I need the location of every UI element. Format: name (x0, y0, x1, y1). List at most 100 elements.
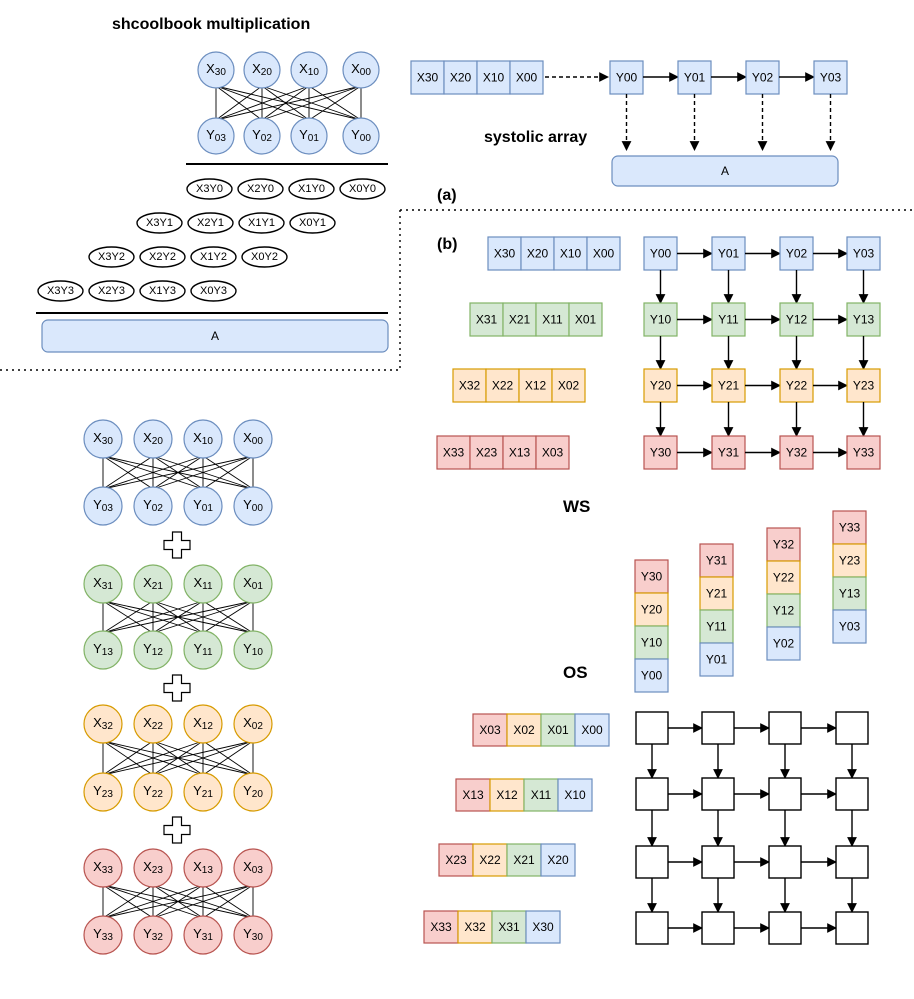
bipartite-red-y-node-label: Y31 (193, 926, 213, 943)
os-input-cell (506, 843, 542, 877)
ws-pe-label: Y11 (718, 313, 739, 327)
bipartite-orange-y-node-label: Y22 (143, 783, 163, 800)
bipartite-blue-x-node (183, 419, 223, 459)
systolic-accumulator-label: A (721, 164, 729, 178)
schoolbook-accumulator (41, 319, 389, 353)
systolic-1d-input-cell-label: X20 (450, 71, 472, 85)
ws-input-green-cell-label: X11 (542, 313, 563, 327)
bipartite-red-x-node-label: X33 (93, 859, 113, 876)
bipartite-blue-y-node-label: Y01 (193, 497, 213, 514)
os-input-cell-label: X03 (479, 723, 501, 737)
os-weight-cell (699, 543, 734, 578)
ws-pe-label: Y00 (650, 247, 672, 261)
ws-input-green-cell (568, 302, 603, 337)
os-weight-cell (699, 609, 734, 644)
os-input-cell (472, 713, 508, 747)
ws-input-orange-cell (452, 368, 487, 403)
bipartite-orange-y-node-label: Y20 (243, 783, 263, 800)
ws-input-green-cell-label: X21 (509, 313, 531, 327)
os-weight-cell-label: Y02 (773, 637, 795, 651)
bipartite-orange-x-node-label: X02 (243, 715, 263, 732)
os-input-cell (489, 778, 525, 812)
os-title: OS (563, 663, 588, 682)
ws-input-blue-cell-label: X20 (527, 247, 549, 261)
partial-product-label: X2Y2 (149, 251, 176, 263)
bipartite-red-y-node (83, 915, 123, 955)
schoolbook-y-node (342, 117, 380, 155)
bipartite-red-edge (152, 884, 254, 919)
bipartite-orange-x-node (133, 704, 173, 744)
bipartite-red-y-node (133, 915, 173, 955)
bipartite-orange-x-node (183, 704, 223, 744)
ws-pe-label: Y10 (650, 313, 672, 327)
plus-icon (163, 674, 191, 702)
schoolbook-x-node (290, 51, 328, 89)
bipartite-red-x-node-label: X23 (143, 859, 163, 876)
bipartite-green-y-node-label: Y10 (243, 641, 263, 658)
ws-input-red-cell (535, 435, 570, 470)
os-weight-cell-label: Y23 (839, 554, 861, 568)
ws-input-red-cell-label: X33 (443, 446, 465, 460)
bipartite-blue-y-node (233, 486, 273, 526)
ws-input-blue-cell-label: X30 (494, 247, 516, 261)
bipartite-green-x-node (133, 564, 173, 604)
os-weight-cell-label: Y21 (706, 587, 728, 601)
bipartite-red-x-node (183, 848, 223, 888)
ws-input-orange-cell (518, 368, 553, 403)
bipartite-blue-x-node-label: X20 (143, 430, 163, 447)
schoolbook-title: shcoolbook multiplication (112, 16, 311, 33)
partial-product-label: X1Y3 (149, 285, 176, 297)
partial-product-label: X0Y0 (349, 183, 376, 195)
plus-icon (163, 816, 191, 844)
ws-input-orange-cell (551, 368, 586, 403)
ws-pe-label: Y32 (786, 446, 808, 460)
os-input-cell (540, 843, 576, 877)
schoolbook-edge (215, 85, 263, 121)
schoolbook-y-node (290, 117, 328, 155)
partial-product-oval (241, 246, 288, 268)
os-weight-cell (699, 642, 734, 677)
ws-input-orange-cell (485, 368, 520, 403)
bipartite-red-x-node-label: X03 (243, 859, 263, 876)
os-pe (835, 711, 869, 745)
partial-product-oval (339, 178, 386, 200)
os-weight-cell-label: Y10 (641, 636, 663, 650)
schoolbook-accumulator-label: A (211, 329, 219, 343)
bipartite-blue-edge (102, 455, 204, 490)
ws-pe-label: Y22 (786, 379, 808, 393)
os-weight-cell-label: Y13 (839, 587, 861, 601)
os-pe (768, 845, 802, 879)
ws-input-red-cell-label: X23 (476, 446, 498, 460)
os-input-cell (457, 910, 493, 944)
schoolbook-y-node (243, 117, 281, 155)
bipartite-green-x-node-label: X31 (93, 575, 113, 592)
part-b-label: (b) (437, 236, 458, 253)
os-input-cell-label: X23 (445, 853, 467, 867)
partial-product-label: X0Y3 (200, 285, 227, 297)
os-pe (835, 777, 869, 811)
schoolbook-edge (261, 85, 310, 121)
os-weight-cell (766, 593, 801, 628)
os-weight-cell (634, 658, 669, 693)
bipartite-orange-y-node (133, 772, 173, 812)
os-pe (635, 911, 669, 945)
bipartite-orange-y-node (233, 772, 273, 812)
bipartite-red-y-node (233, 915, 273, 955)
ws-pe (711, 236, 746, 271)
os-weight-cell-label: Y00 (641, 669, 663, 683)
os-weight-cell-label: Y11 (706, 620, 727, 634)
ws-pe-label: Y01 (718, 247, 740, 261)
ws-input-red-cell-label: X03 (542, 446, 564, 460)
os-input-cell (574, 713, 610, 747)
partial-product-label: X1Y0 (298, 183, 325, 195)
os-input-cell-label: X02 (513, 723, 535, 737)
schoolbook-x-node (243, 51, 281, 89)
bipartite-green-edge (152, 600, 254, 634)
partial-product-oval (37, 280, 84, 302)
os-weight-cell-label: Y03 (839, 620, 861, 634)
bipartite-blue-y-node (183, 486, 223, 526)
bipartite-green-x-node (83, 564, 123, 604)
schoolbook-y-node-label: Y00 (351, 127, 371, 144)
